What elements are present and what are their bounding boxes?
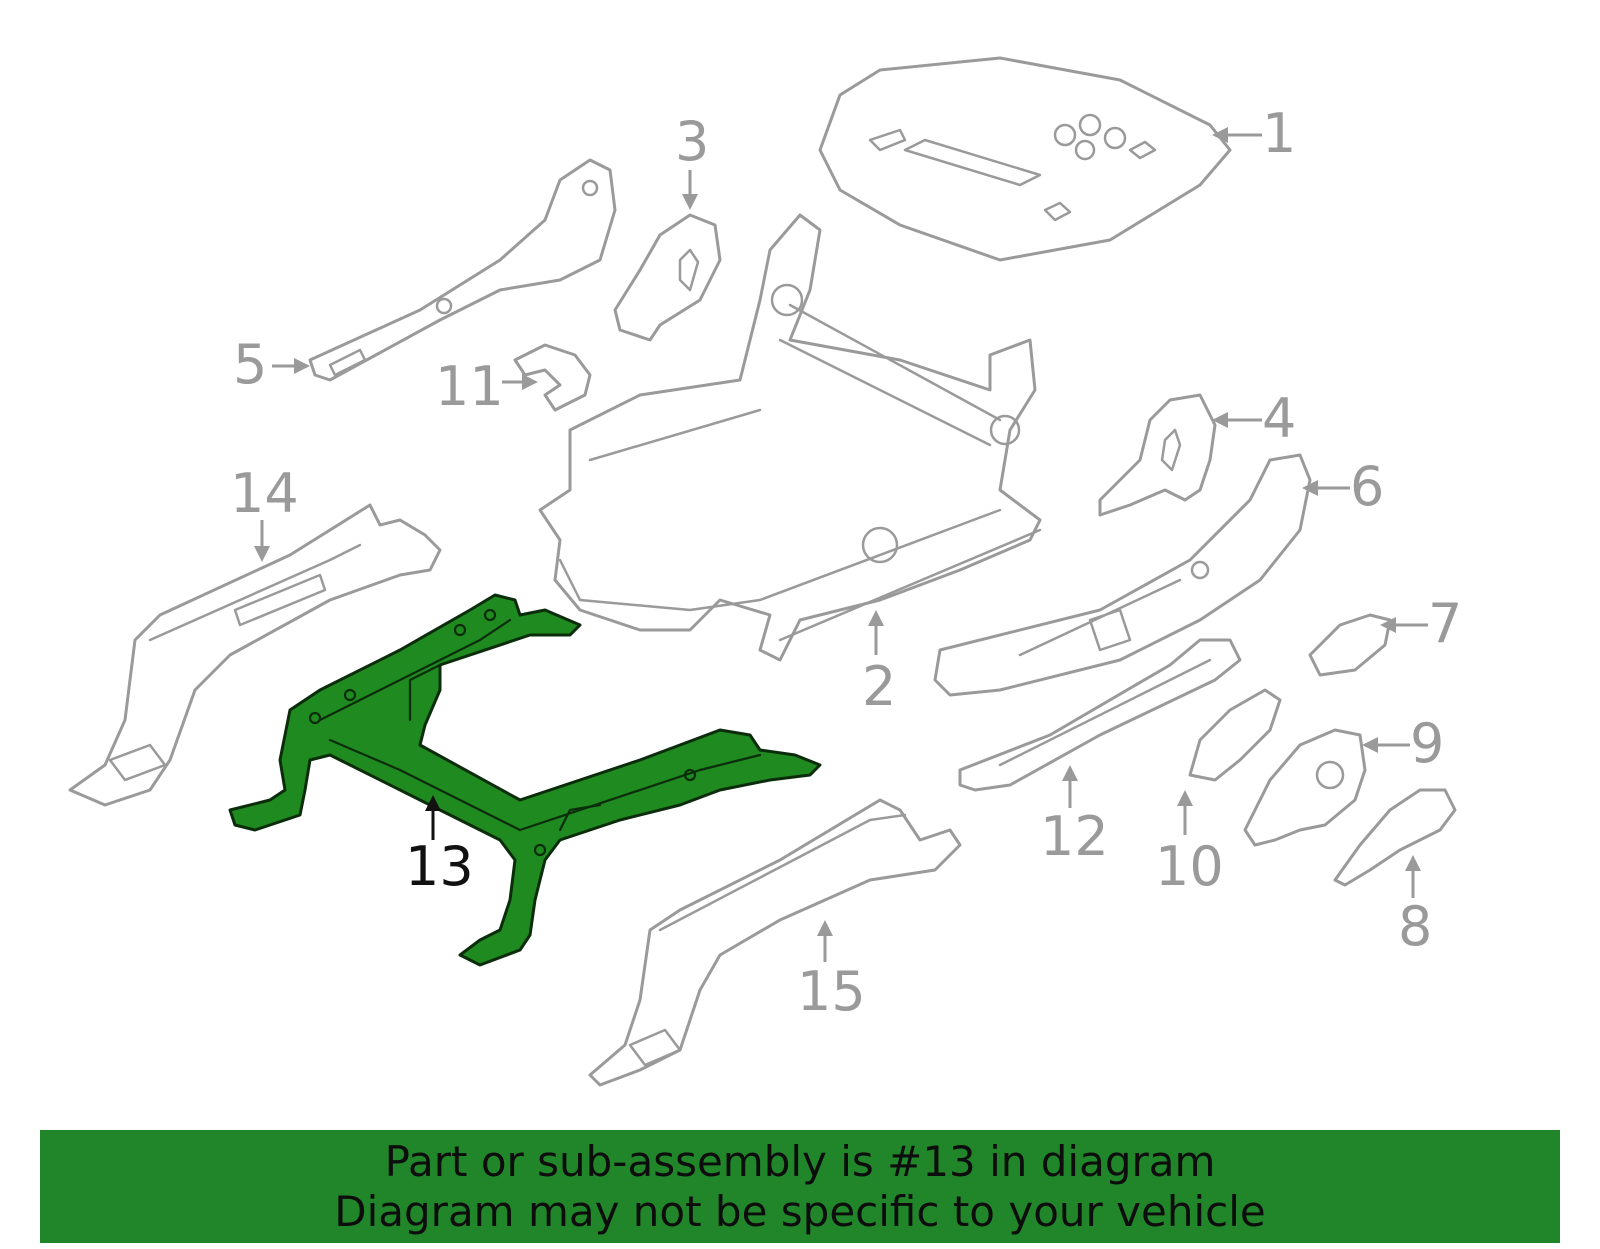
callout-7[interactable]: 7 [1380, 592, 1462, 655]
svg-text:6: 6 [1350, 455, 1384, 518]
callout-14[interactable]: 14 [230, 462, 299, 562]
part-5-recliner-bracket[interactable] [308, 158, 617, 382]
svg-text:1: 1 [1262, 102, 1296, 165]
part-13-seat-base-crossmember[interactable] [228, 593, 822, 967]
svg-text:3: 3 [675, 110, 709, 173]
part-7-cover[interactable] [1308, 613, 1392, 677]
parts-diagram: 1 2 3 4 5 6 7 8 9 10 [68, 56, 1462, 1087]
callout-8[interactable]: 8 [1398, 855, 1432, 958]
svg-text:2: 2 [862, 655, 896, 718]
part-6-side-shield[interactable] [933, 453, 1312, 697]
callout-13[interactable]: 13 [405, 795, 474, 898]
banner-line-1: Part or sub-assembly is #13 in diagram [384, 1136, 1216, 1186]
part-8-handle[interactable] [1333, 788, 1457, 887]
part-3-shield[interactable] [613, 213, 722, 342]
part-10-bezel[interactable] [1188, 688, 1282, 782]
callout-10[interactable]: 10 [1155, 790, 1224, 898]
callout-5[interactable]: 5 [233, 333, 310, 396]
svg-text:15: 15 [797, 960, 866, 1023]
svg-text:9: 9 [1410, 712, 1444, 775]
banner-line-2: Diagram may not be specific to your vehi… [334, 1186, 1266, 1236]
part-11-clip[interactable] [513, 343, 592, 412]
callout-9[interactable]: 9 [1362, 712, 1444, 775]
callout-3[interactable]: 3 [675, 110, 709, 210]
svg-text:4: 4 [1262, 387, 1296, 450]
svg-text:5: 5 [233, 333, 267, 396]
svg-text:10: 10 [1155, 835, 1224, 898]
svg-text:12: 12 [1040, 805, 1109, 868]
callout-2[interactable]: 2 [862, 610, 896, 718]
part-1-cushion-pan[interactable] [818, 56, 1232, 262]
callout-1[interactable]: 1 [1212, 102, 1296, 165]
part-12-rail-cover[interactable] [958, 638, 1242, 792]
svg-text:13: 13 [405, 835, 474, 898]
part-2-seat-frame[interactable] [538, 213, 1042, 662]
callout-6[interactable]: 6 [1302, 455, 1384, 518]
svg-text:11: 11 [435, 355, 504, 418]
part-4-shield[interactable] [1098, 393, 1217, 517]
part-15-right-track-cover[interactable] [588, 798, 962, 1087]
callout-4[interactable]: 4 [1212, 387, 1296, 450]
svg-text:8: 8 [1398, 895, 1432, 958]
callout-11[interactable]: 11 [435, 355, 538, 418]
part-9-switch-housing[interactable] [1243, 728, 1367, 847]
svg-text:14: 14 [230, 462, 299, 525]
part-14-left-track-cover[interactable] [68, 503, 442, 807]
callout-15[interactable]: 15 [797, 920, 866, 1023]
callout-12[interactable]: 12 [1040, 765, 1109, 868]
info-banner: Part or sub-assembly is #13 in diagram D… [40, 1130, 1560, 1243]
svg-text:7: 7 [1428, 592, 1462, 655]
